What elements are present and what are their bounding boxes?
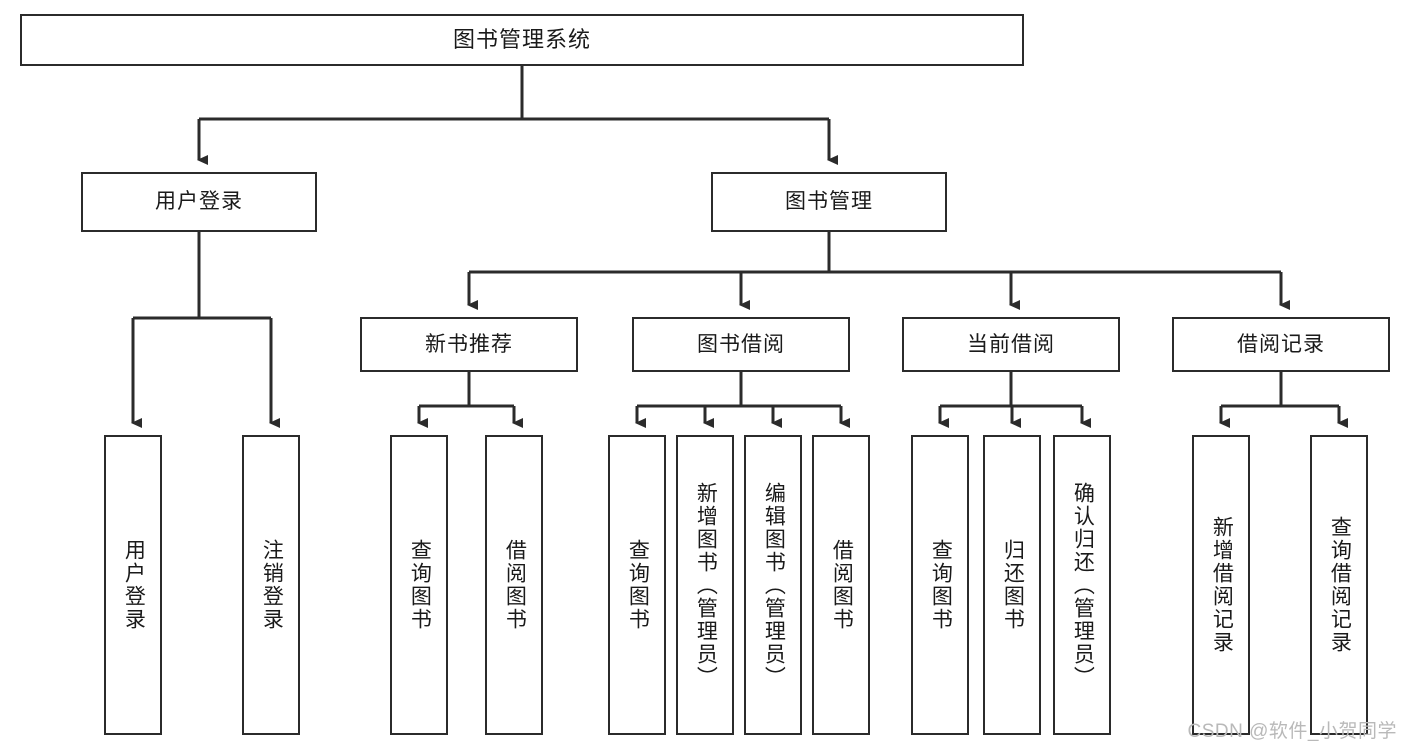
node-leaf-query-book-2-label: 查询图书 [626,539,650,631]
node-book-manage-label: 图书管理 [785,190,873,214]
node-leaf-borrow-book-1-label: 借阅图书 [503,539,527,631]
node-leaf-borrow-book-1[interactable]: 借阅图书 [485,435,543,735]
node-borrow-record-label: 借阅记录 [1237,332,1325,356]
node-current-borrow[interactable]: 当前借阅 [902,317,1120,372]
node-leaf-query-record[interactable]: 查询借阅记录 [1310,435,1368,735]
node-leaf-query-record-label: 查询借阅记录 [1328,516,1352,654]
watermark-text: CSDN @软件_小贺同学 [1187,721,1397,742]
node-new-book-recommend[interactable]: 新书推荐 [360,317,578,372]
node-leaf-confirm-return-label: 确认归还（管理员） [1071,481,1095,689]
node-leaf-user-logout-label: 注销登录 [260,539,284,631]
node-leaf-confirm-return[interactable]: 确认归还（管理员） [1053,435,1111,735]
node-leaf-add-book[interactable]: 新增图书（管理员） [676,435,734,735]
edge-group-root [197,66,838,165]
node-leaf-query-book-1[interactable]: 查询图书 [390,435,448,735]
node-borrow-record[interactable]: 借阅记录 [1172,317,1390,372]
node-book-borrow[interactable]: 图书借阅 [632,317,850,372]
node-user-login-label: 用户登录 [155,190,243,214]
node-user-login[interactable]: 用户登录 [81,172,317,232]
node-leaf-user-login[interactable]: 用户登录 [104,435,162,735]
node-leaf-user-login-label: 用户登录 [122,539,146,631]
node-leaf-borrow-book-2-label: 借阅图书 [830,539,854,631]
node-leaf-borrow-book-2[interactable]: 借阅图书 [812,435,870,735]
node-root[interactable]: 图书管理系统 [20,14,1024,66]
node-root-label: 图书管理系统 [452,26,591,52]
edge-group-user-login [131,232,280,428]
edge-group-book-borrow [635,372,850,428]
node-leaf-query-book-3[interactable]: 查询图书 [911,435,969,735]
node-leaf-edit-book-label: 编辑图书（管理员） [762,481,786,689]
edge-group-borrow-record [1219,372,1348,428]
node-book-borrow-label: 图书借阅 [697,332,785,356]
edge-group-book-manage [467,232,1290,310]
node-leaf-user-logout[interactable]: 注销登录 [242,435,300,735]
node-leaf-add-record-label: 新增借阅记录 [1210,516,1234,654]
node-leaf-add-book-label: 新增图书（管理员） [694,481,718,689]
edge-group-current-borrow [938,372,1091,428]
node-leaf-edit-book[interactable]: 编辑图书（管理员） [744,435,802,735]
node-leaf-return-book[interactable]: 归还图书 [983,435,1041,735]
node-leaf-query-book-2[interactable]: 查询图书 [608,435,666,735]
node-new-book-recommend-label: 新书推荐 [425,332,513,356]
node-leaf-query-book-1-label: 查询图书 [408,539,432,631]
edge-group-new-book-recommend [417,372,523,428]
node-leaf-return-book-label: 归还图书 [1001,539,1025,631]
node-leaf-add-record[interactable]: 新增借阅记录 [1192,435,1250,735]
node-book-manage[interactable]: 图书管理 [711,172,947,232]
node-current-borrow-label: 当前借阅 [967,332,1055,356]
node-leaf-query-book-3-label: 查询图书 [929,539,953,631]
